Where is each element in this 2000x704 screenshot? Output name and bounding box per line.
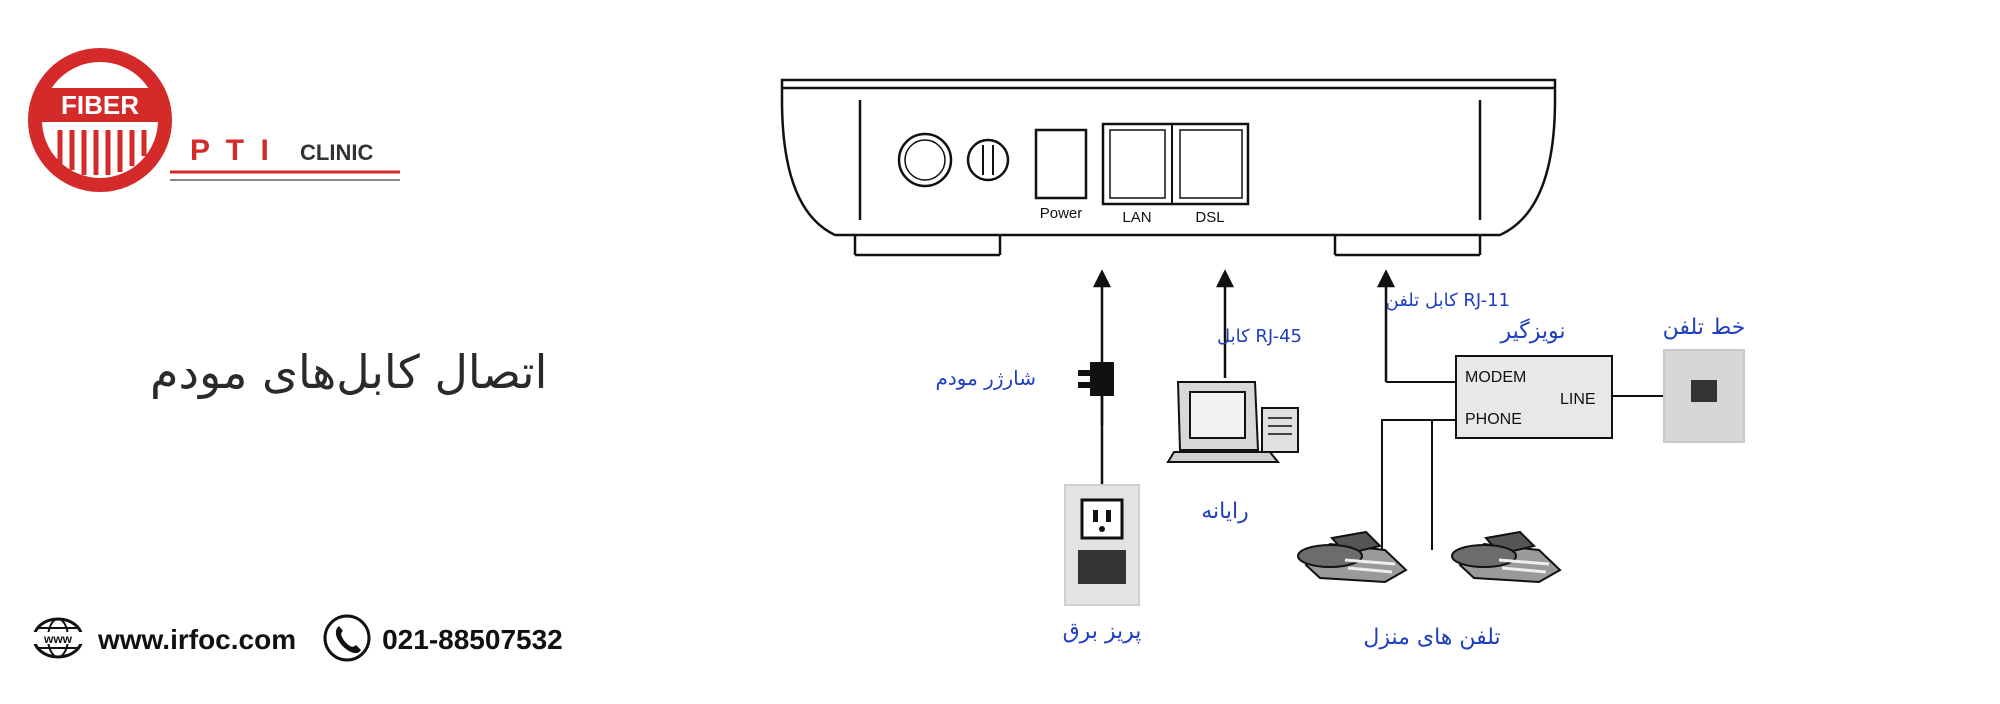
computer-icon xyxy=(1166,381,1299,463)
page-title: اتصال کابل‌های مودم xyxy=(150,345,548,399)
logo-opti-letters: P T I xyxy=(190,134,273,167)
computer-label: رایانه xyxy=(1201,499,1248,524)
power-outlet xyxy=(1064,484,1140,606)
splitter-phone-port: PHONE xyxy=(1465,411,1522,428)
modem-power-port xyxy=(1034,128,1088,200)
phone-line-label: خط تلفن xyxy=(1663,315,1746,340)
logo-banner xyxy=(40,88,160,122)
logo-bars xyxy=(57,130,147,175)
globe-icon: www xyxy=(30,616,86,664)
connection-arrows xyxy=(1092,269,1396,425)
logo-clinic-text: CLINIC xyxy=(300,140,373,165)
charger-label: شارژر مودم xyxy=(935,366,1036,390)
phone-number: 021-88507532 xyxy=(382,624,563,655)
home-phones-label: تلفن های منزل xyxy=(1363,625,1500,650)
rj11-label: کابل تلفن RJ-11 xyxy=(1386,290,1511,311)
modem-dsl-port xyxy=(1179,129,1243,199)
svg-text:www: www xyxy=(43,632,73,646)
modem-connection-diagram: Power LAN DSL شارژر مودم xyxy=(760,60,2000,700)
logo-fiber-text: FIBER xyxy=(61,90,139,120)
outlet-label: پریز برق xyxy=(1063,619,1142,644)
modem-charger xyxy=(1078,362,1114,485)
logo-ring xyxy=(28,48,172,192)
rj45-label: کابل RJ-45 xyxy=(1217,326,1302,347)
modem xyxy=(780,78,1557,257)
splitter-line-port: LINE xyxy=(1560,391,1596,408)
wires xyxy=(1381,381,1664,550)
dsl-port-label: DSL xyxy=(1195,209,1224,226)
modem-power-switch xyxy=(897,132,953,188)
power-port-label: Power xyxy=(1040,205,1083,222)
fiber-optic-clinic-logo: FIBER P T I CLINIC xyxy=(20,40,400,200)
modem-lan-port xyxy=(1109,129,1166,199)
modem-port-frame xyxy=(1101,122,1250,206)
website-link[interactable]: www.irfoc.com xyxy=(98,624,297,655)
contact-footer: www www.irfoc.com 021-88507532 xyxy=(30,610,563,670)
phone-wall-jack xyxy=(1663,349,1745,443)
lan-port-label: LAN xyxy=(1122,209,1151,226)
splitter-label: نویزگیر xyxy=(1499,318,1565,344)
phone-icon xyxy=(322,613,372,667)
splitter-modem-port: MODEM xyxy=(1465,369,1526,386)
splitter-box xyxy=(1455,355,1613,439)
modem-power-jack xyxy=(966,138,1010,182)
home-phone-2 xyxy=(1451,530,1562,584)
home-phone-1 xyxy=(1297,530,1408,584)
